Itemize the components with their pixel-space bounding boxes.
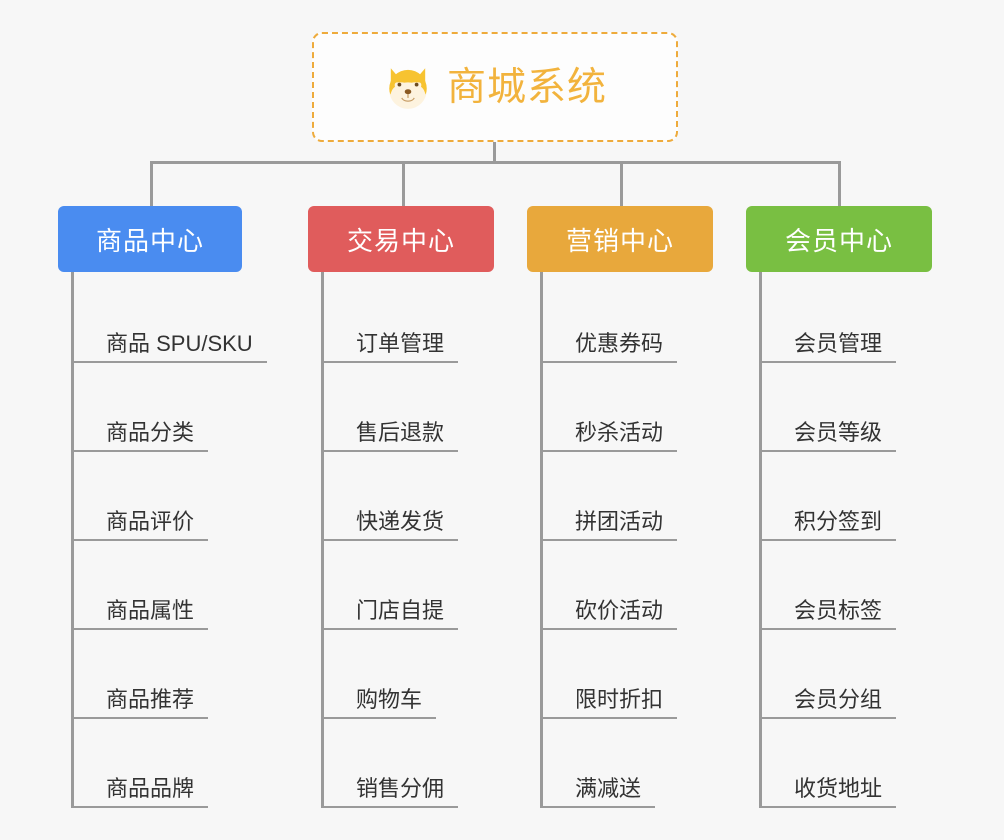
- leaf-underline: [74, 539, 209, 541]
- leaf-underline: [762, 717, 897, 719]
- leaf-label: 门店自提: [356, 597, 445, 623]
- leaf-underline: [324, 717, 437, 719]
- leaf-label: 商品 SPU/SKU: [106, 330, 253, 356]
- leaf-item[interactable]: 购物车: [324, 630, 494, 719]
- leaf-item[interactable]: 商品分类: [74, 363, 267, 452]
- column-marketing: 营销中心 优惠券码 秒杀活动 拼团活动 砍价活动 限时折扣 满减送: [527, 206, 713, 808]
- leaf-underline: [324, 450, 459, 452]
- category-header-marketing[interactable]: 营销中心: [527, 206, 713, 272]
- leaf-label: 订单管理: [356, 330, 445, 356]
- dog-face-icon: [389, 68, 427, 109]
- leaf-label: 拼团活动: [575, 508, 664, 534]
- leaf-label: 会员管理: [794, 330, 883, 356]
- leaf-underline: [762, 361, 897, 363]
- leaf-underline: [543, 717, 678, 719]
- connector-drop-1: [402, 161, 405, 206]
- leaf-item[interactable]: 商品属性: [74, 541, 267, 630]
- leaf-item[interactable]: 满减送: [543, 719, 713, 808]
- category-title: 商品中心: [95, 225, 204, 256]
- leaf-label: 商品属性: [106, 597, 195, 623]
- leaf-item[interactable]: 优惠券码: [543, 274, 713, 363]
- leaf-item[interactable]: 会员管理: [762, 274, 932, 363]
- root-node[interactable]: 商城系统: [312, 32, 678, 142]
- leaf-list-marketing: 优惠券码 秒杀活动 拼团活动 砍价活动 限时折扣 满减送: [540, 272, 713, 808]
- category-title: 会员中心: [784, 225, 893, 256]
- leaf-underline: [543, 361, 678, 363]
- category-header-trade[interactable]: 交易中心: [308, 206, 494, 272]
- leaf-label: 商品分类: [106, 419, 195, 445]
- leaf-item[interactable]: 会员标签: [762, 541, 932, 630]
- leaf-label: 砍价活动: [575, 597, 664, 623]
- leaf-underline: [324, 361, 459, 363]
- leaf-underline: [762, 806, 897, 808]
- category-header-member[interactable]: 会员中心: [746, 206, 932, 272]
- leaf-underline: [762, 539, 897, 541]
- connector-bus: [150, 161, 841, 164]
- column-product: 商品中心 商品 SPU/SKU 商品分类 商品评价 商品属性 商品推荐 商品品牌: [58, 206, 267, 808]
- leaf-underline: [543, 450, 678, 452]
- connector-drop-2: [620, 161, 623, 206]
- column-member: 会员中心 会员管理 会员等级 积分签到 会员标签 会员分组 收货地址: [746, 206, 932, 808]
- leaf-label: 快递发货: [356, 508, 445, 534]
- leaf-label: 商品品牌: [106, 775, 195, 801]
- leaf-item[interactable]: 商品品牌: [74, 719, 267, 808]
- leaf-label: 商品评价: [106, 508, 195, 534]
- leaf-underline: [762, 450, 897, 452]
- leaf-underline: [324, 539, 459, 541]
- leaf-label: 售后退款: [356, 419, 445, 445]
- leaf-item[interactable]: 积分签到: [762, 452, 932, 541]
- root-title: 商城系统: [446, 65, 607, 109]
- leaf-underline: [762, 628, 897, 630]
- leaf-underline: [543, 628, 678, 630]
- leaf-item[interactable]: 快递发货: [324, 452, 494, 541]
- leaf-item[interactable]: 秒杀活动: [543, 363, 713, 452]
- leaf-item[interactable]: 商品 SPU/SKU: [74, 274, 267, 363]
- leaf-label: 收货地址: [794, 775, 883, 801]
- column-trade: 交易中心 订单管理 售后退款 快递发货 门店自提 购物车 销售分佣: [308, 206, 494, 808]
- leaf-underline: [74, 628, 209, 630]
- leaf-underline: [324, 806, 459, 808]
- category-title: 营销中心: [565, 225, 674, 256]
- category-title: 交易中心: [346, 225, 455, 256]
- leaf-item[interactable]: 砍价活动: [543, 541, 713, 630]
- leaf-list-member: 会员管理 会员等级 积分签到 会员标签 会员分组 收货地址: [759, 272, 932, 808]
- leaf-item[interactable]: 销售分佣: [324, 719, 494, 808]
- leaf-item[interactable]: 门店自提: [324, 541, 494, 630]
- leaf-label: 积分签到: [794, 508, 883, 534]
- connector-stem: [493, 142, 496, 164]
- leaf-item[interactable]: 商品评价: [74, 452, 267, 541]
- connector-drop-3: [838, 161, 841, 206]
- leaf-list-trade: 订单管理 售后退款 快递发货 门店自提 购物车 销售分佣: [321, 272, 494, 808]
- leaf-underline: [74, 717, 209, 719]
- leaf-item[interactable]: 拼团活动: [543, 452, 713, 541]
- leaf-label: 秒杀活动: [575, 419, 664, 445]
- leaf-label: 商品推荐: [106, 686, 195, 712]
- leaf-underline: [324, 628, 459, 630]
- leaf-item[interactable]: 商品推荐: [74, 630, 267, 719]
- leaf-label: 会员标签: [794, 597, 883, 623]
- leaf-underline: [543, 539, 678, 541]
- leaf-item[interactable]: 收货地址: [762, 719, 932, 808]
- connector-drop-0: [150, 161, 153, 206]
- leaf-label: 限时折扣: [575, 686, 664, 712]
- leaf-item[interactable]: 会员等级: [762, 363, 932, 452]
- leaf-label: 会员分组: [794, 686, 883, 712]
- leaf-underline: [74, 806, 209, 808]
- leaf-label: 满减送: [575, 775, 642, 801]
- leaf-label: 会员等级: [794, 419, 883, 445]
- leaf-underline: [74, 450, 209, 452]
- leaf-label: 销售分佣: [356, 775, 445, 801]
- leaf-label: 购物车: [356, 686, 423, 712]
- leaf-item[interactable]: 订单管理: [324, 274, 494, 363]
- category-header-product[interactable]: 商品中心: [58, 206, 242, 272]
- leaf-underline: [74, 361, 267, 363]
- leaf-item[interactable]: 会员分组: [762, 630, 932, 719]
- leaf-list-product: 商品 SPU/SKU 商品分类 商品评价 商品属性 商品推荐 商品品牌: [71, 272, 267, 808]
- leaf-item[interactable]: 售后退款: [324, 363, 494, 452]
- leaf-label: 优惠券码: [575, 330, 664, 356]
- leaf-underline: [543, 806, 656, 808]
- leaf-item[interactable]: 限时折扣: [543, 630, 713, 719]
